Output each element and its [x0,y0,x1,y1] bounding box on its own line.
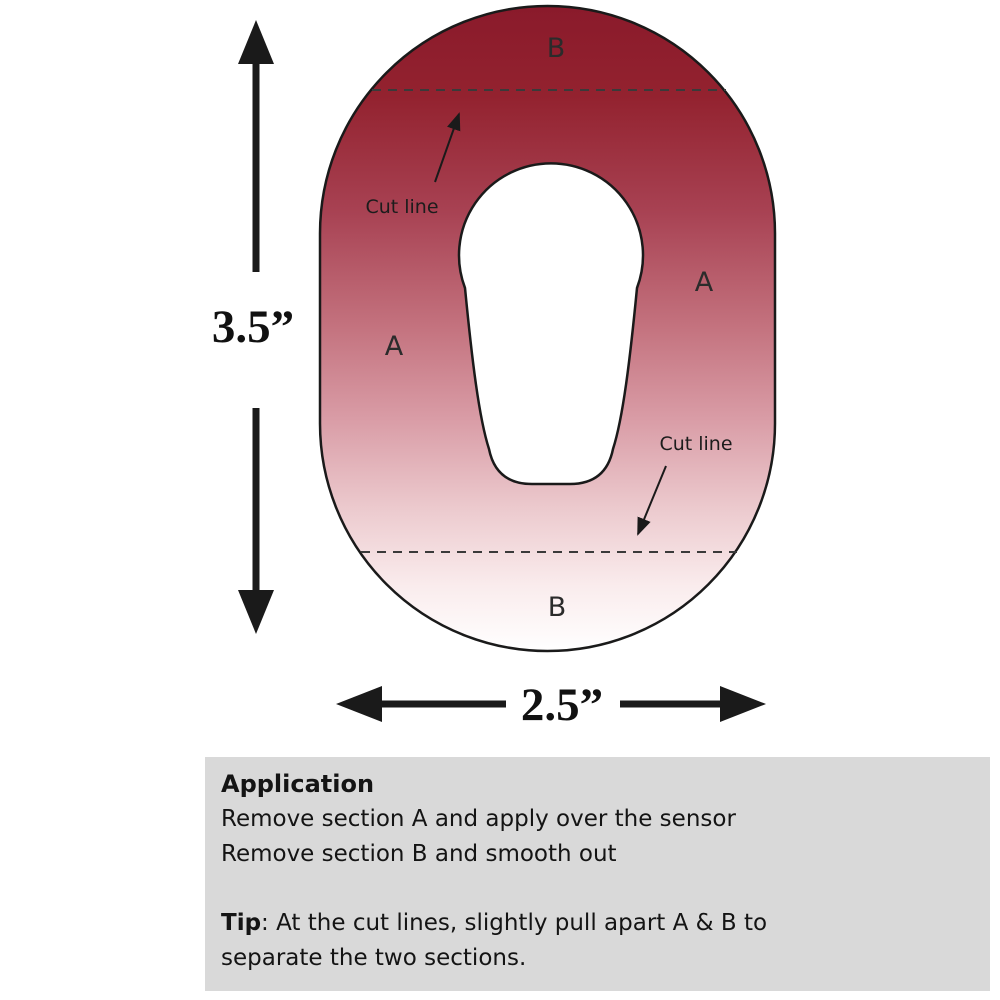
patch-diagram: Cut line Cut line B A A B 3.5” 2.5” [212,4,777,731]
sensor-keyhole-cutout [457,162,645,486]
cut-line-label-top: Cut line [365,196,438,218]
instruction-tip-line2: separate the two sections. [221,945,527,971]
instruction-line-remove-b: Remove section B and smooth out [221,841,617,867]
section-label-b-bottom: B [548,592,567,623]
height-dimension-arrow [238,20,274,634]
instructions-title: Application [221,770,375,798]
cut-line-arrow-top [434,112,461,183]
width-dimension-arrow [336,686,766,722]
cut-line-arrow-bottom [637,465,667,536]
section-label-a-left: A [385,331,404,362]
width-dimension-label: 2.5” [521,679,603,731]
cut-line-label-bottom: Cut line [659,433,732,455]
height-dimension-label: 3.5” [212,301,294,353]
section-label-a-right: A [695,267,714,298]
section-label-b-top: B [547,33,566,64]
instruction-line-remove-a: Remove section A and apply over the sens… [221,806,736,832]
instructions-spacer [221,872,974,906]
instructions-panel: Application Remove section A and apply o… [205,757,990,991]
tip-text: : At the cut lines, slightly pull apart … [261,910,768,936]
tip-label: Tip [221,910,262,936]
instruction-tip-line: Tip: At the cut lines, slightly pull apa… [221,906,974,941]
